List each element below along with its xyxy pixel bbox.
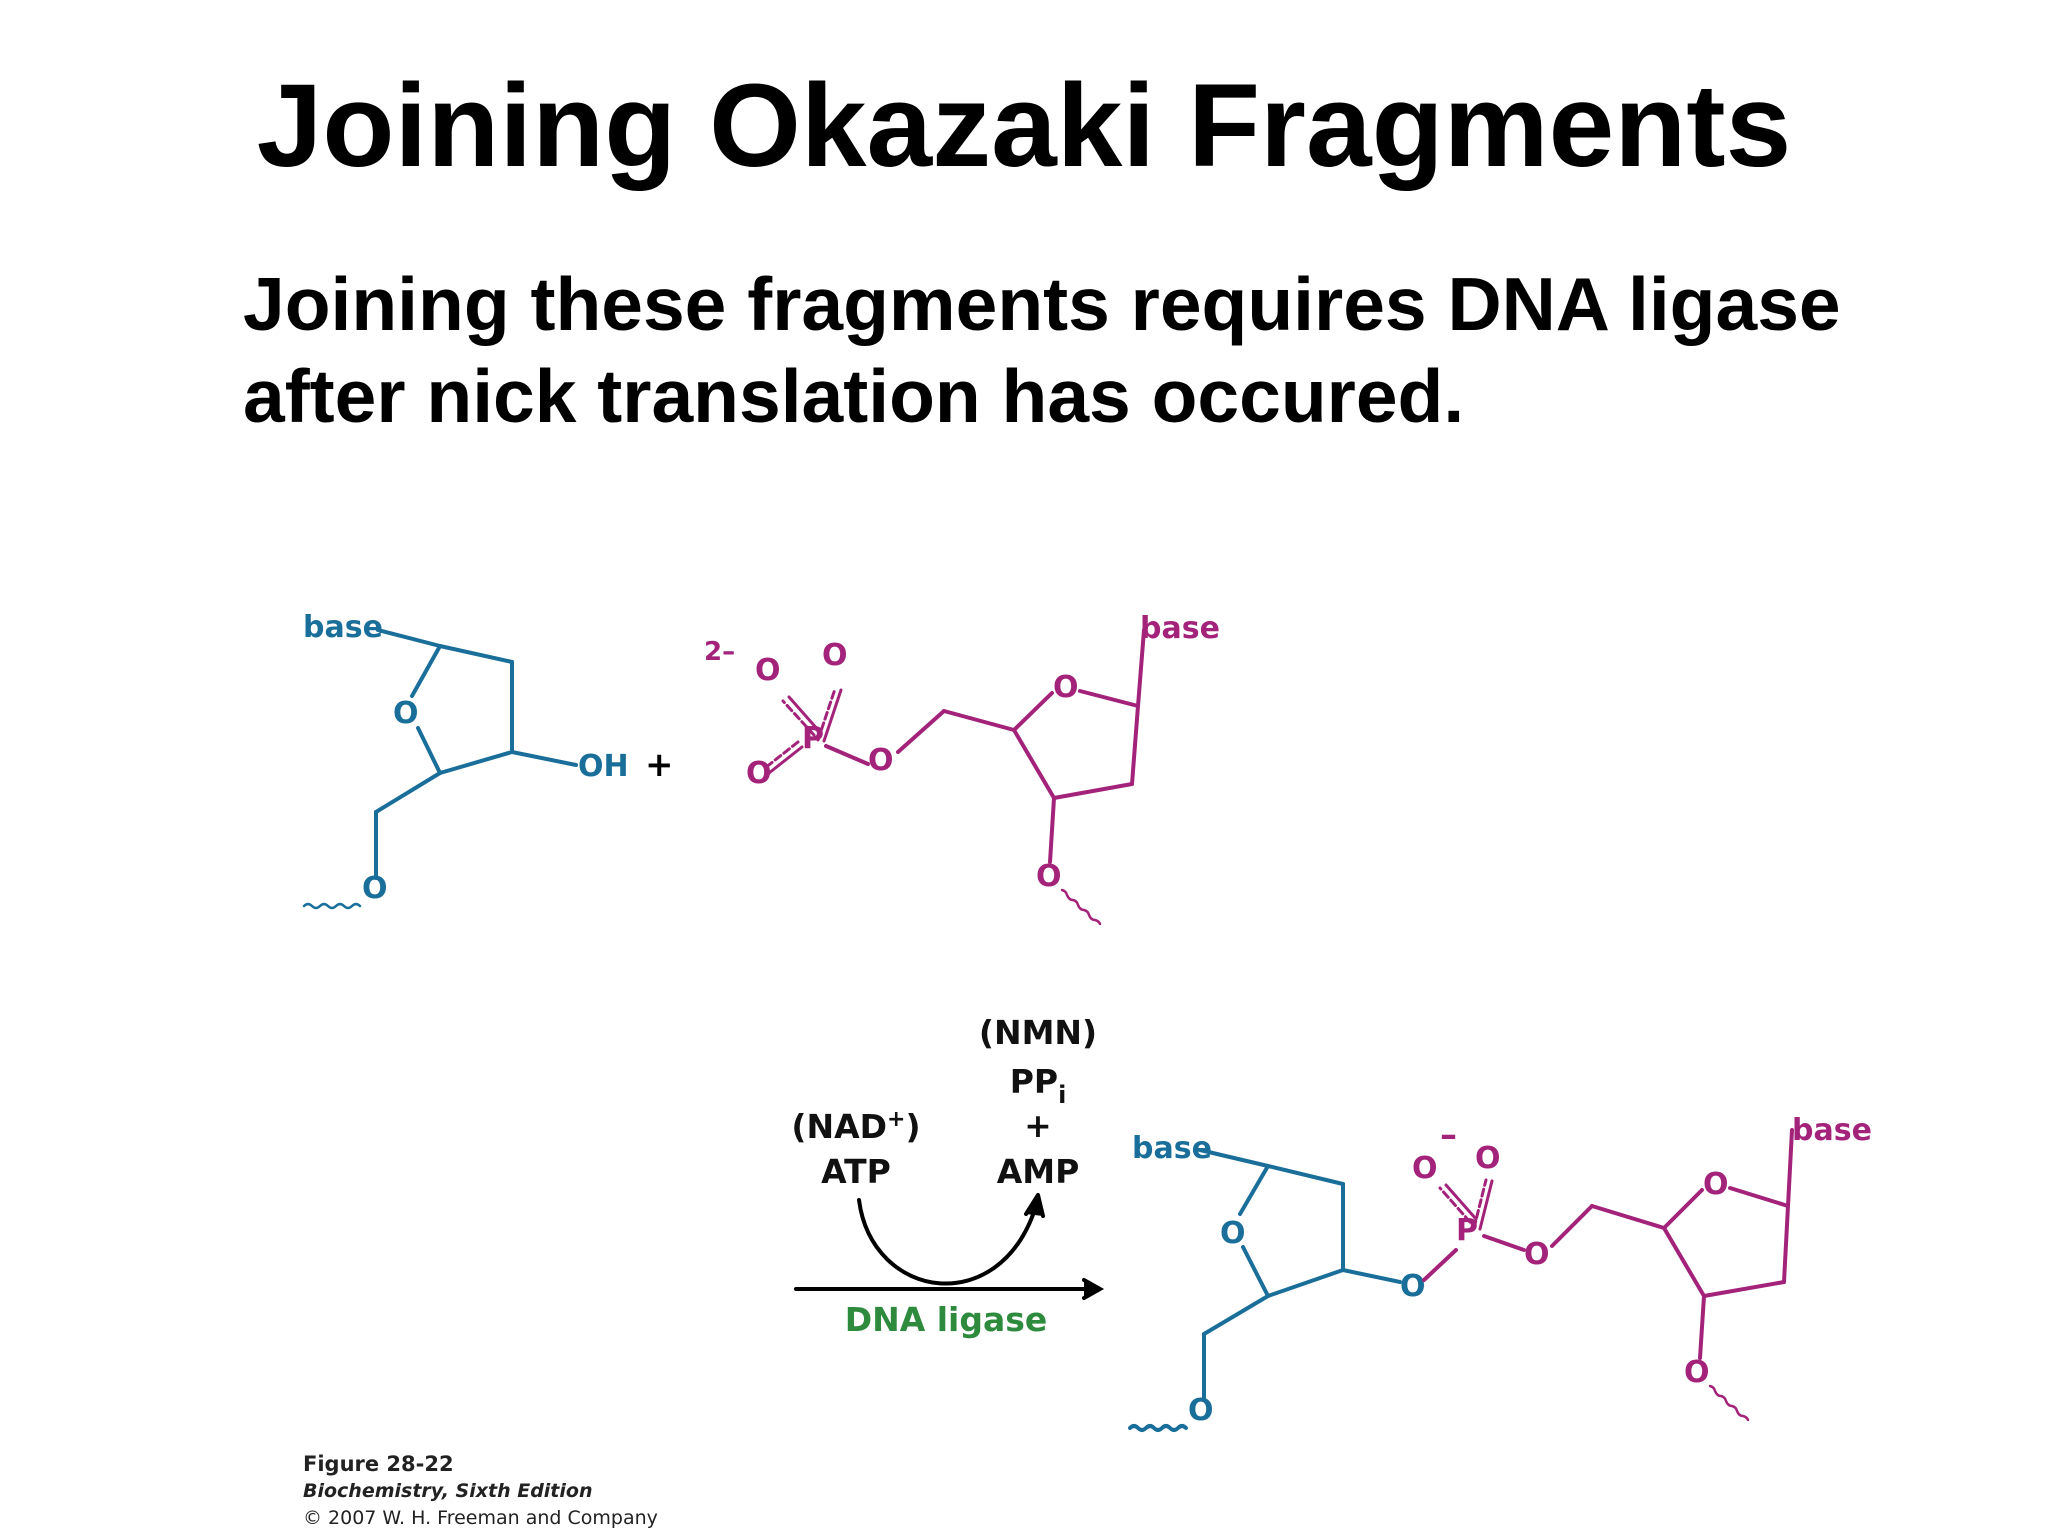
phosphate-oxygen-1: O xyxy=(755,653,781,688)
reaction-arrow xyxy=(794,1193,1105,1300)
figure-number: Figure 28-22 xyxy=(303,1452,454,1476)
product-downstream-labels: base – O O P O O O xyxy=(1412,1113,1872,1390)
bridging-oxygen: O xyxy=(868,743,894,778)
nmn-label: (NMN) xyxy=(979,1013,1097,1052)
atp-label: ATP xyxy=(821,1152,891,1191)
product-upstream xyxy=(1128,1148,1402,1432)
hydroxyl-label: OH xyxy=(578,749,629,784)
product-phosphorus: P xyxy=(1456,1213,1478,1248)
base-label-product-upstream: base xyxy=(1132,1131,1212,1166)
reaction-labels: (NAD+) ATP (NMN) PPi + AMP DNA ligase xyxy=(791,1013,1097,1339)
plus-sign: + xyxy=(645,745,674,785)
nad-label: (NAD+) xyxy=(791,1107,920,1146)
ppi-label: PPi xyxy=(1010,1062,1067,1109)
product-phosphate-oxygen-2: O xyxy=(1475,1141,1501,1176)
amp-label: AMP xyxy=(997,1152,1080,1191)
phosphorus-label: P xyxy=(802,721,824,756)
ring-oxygen-downstream: O xyxy=(1053,670,1079,705)
downstream-labels: base 2– O O P O O O O xyxy=(704,611,1220,894)
byproduct-plus: + xyxy=(1024,1106,1052,1145)
enzyme-label: DNA ligase xyxy=(845,1300,1048,1339)
backbone-oxygen-product-upstream: O xyxy=(1188,1393,1214,1428)
product-bridging-oxygen: O xyxy=(1524,1237,1550,1272)
ring-oxygen-product-upstream: O xyxy=(1220,1216,1246,1251)
linking-oxygen: O xyxy=(1400,1269,1426,1304)
phosphate-oxygen-2: O xyxy=(822,638,848,673)
downstream-nucleotide xyxy=(763,628,1146,926)
backbone-oxygen-downstream: O xyxy=(1036,859,1062,894)
subtitle-line-2: after nick translation has occured. xyxy=(243,354,1465,438)
backbone-oxygen-upstream: O xyxy=(362,871,388,906)
base-label-downstream: base xyxy=(1140,611,1220,646)
product-downstream xyxy=(1422,1128,1794,1422)
ring-oxygen-product-downstream: O xyxy=(1703,1167,1729,1202)
product-upstream-labels: base O O O xyxy=(1132,1131,1426,1428)
figure-caption: Figure 28-22 Biochemistry, Sixth Edition… xyxy=(303,1451,658,1532)
base-label-product-downstream: base xyxy=(1792,1113,1872,1148)
charge-label: 2– xyxy=(704,637,735,667)
backbone-oxygen-product-downstream: O xyxy=(1684,1355,1710,1390)
upstream-nucleotide xyxy=(302,628,578,910)
product-phosphate-oxygen-1: O xyxy=(1412,1151,1438,1186)
copyright-line: © 2007 W. H. Freeman and Company xyxy=(303,1507,658,1529)
slide-subtitle: Joining these fragments requires DNA lig… xyxy=(243,258,1841,442)
phosphate-oxygen-3: O xyxy=(746,756,772,791)
minus-charge: – xyxy=(1440,1115,1457,1155)
slide-title: Joining Okazaki Fragments xyxy=(256,60,1792,192)
base-label-upstream: base xyxy=(303,610,383,645)
upstream-labels: base O OH O xyxy=(303,610,629,906)
subtitle-line-1: Joining these fragments requires DNA lig… xyxy=(243,262,1841,346)
book-title: Biochemistry, Sixth Edition xyxy=(303,1480,593,1502)
ring-oxygen-upstream: O xyxy=(393,696,419,731)
